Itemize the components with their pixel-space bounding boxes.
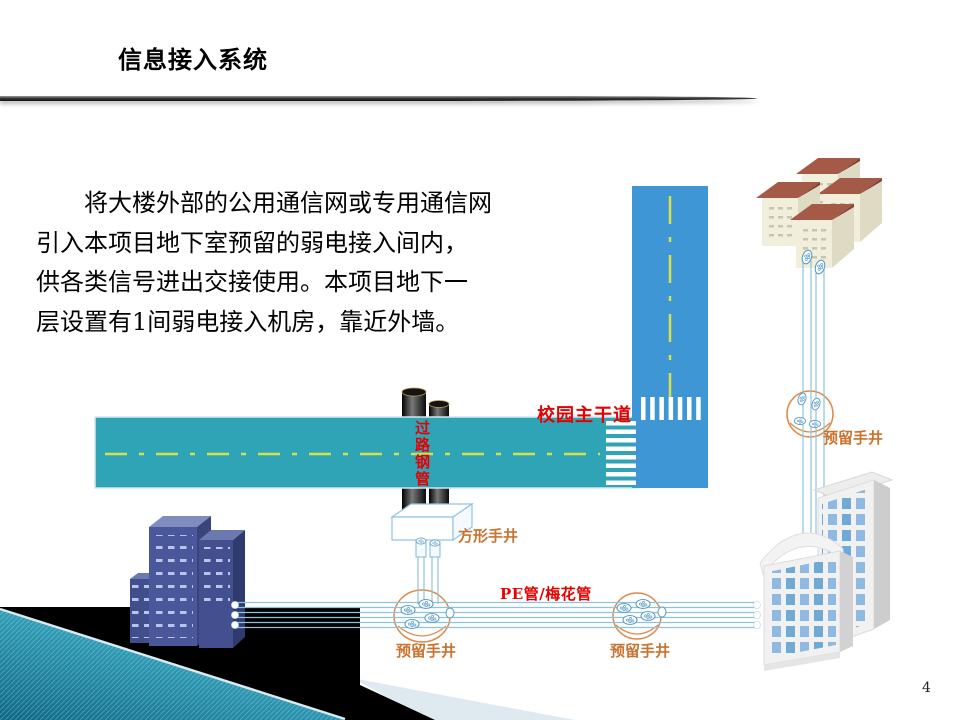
- plum-pipe-bundles: [400, 391, 822, 630]
- body-line: 将大楼外部的公用通信网或专用通信网: [84, 189, 492, 217]
- body-line: 层设置有1间弱电接入机房，靠近外墙。: [36, 307, 460, 336]
- reserved-well-label-left: 预留手井: [396, 642, 457, 660]
- body-line: 引入本项目地下室预留的弱电接入间内，: [36, 228, 468, 257]
- corner-decoration: [0, 607, 575, 720]
- body-text: 将大楼外部的公用通信网或专用通信网 引入本项目地下室预留的弱电接入间内， 供各类…: [36, 184, 518, 342]
- pe-pipe-label: PE管/梅花管: [500, 585, 592, 603]
- crosswalk-horizontal-road: [606, 421, 636, 485]
- campus-roads: [94, 186, 708, 489]
- page-number: 4: [922, 680, 931, 696]
- reserved-well-label-right: 预留手井: [823, 429, 884, 447]
- square-hand-well-label: 方形手井: [458, 527, 519, 545]
- square-feed-well: [393, 589, 451, 643]
- square-hand-well-box: [390, 502, 474, 558]
- pipe-end-caps: [231, 601, 761, 629]
- reserved-well-label-mid: 预留手井: [610, 642, 671, 660]
- body-line: 供各类信号进出交接使用。本项目地下一: [36, 268, 468, 296]
- campus-buildings: [756, 158, 882, 268]
- crosswalk-vertical-road: [641, 397, 701, 420]
- title-divider: [0, 96, 757, 101]
- target-buildings: [759, 471, 894, 671]
- main-road-label: 校园主干道: [537, 405, 632, 426]
- crossing-steel-pipe-label: 过路钢管: [413, 420, 431, 488]
- project-building: [130, 516, 245, 648]
- page-title: 信息接入系统: [118, 47, 268, 74]
